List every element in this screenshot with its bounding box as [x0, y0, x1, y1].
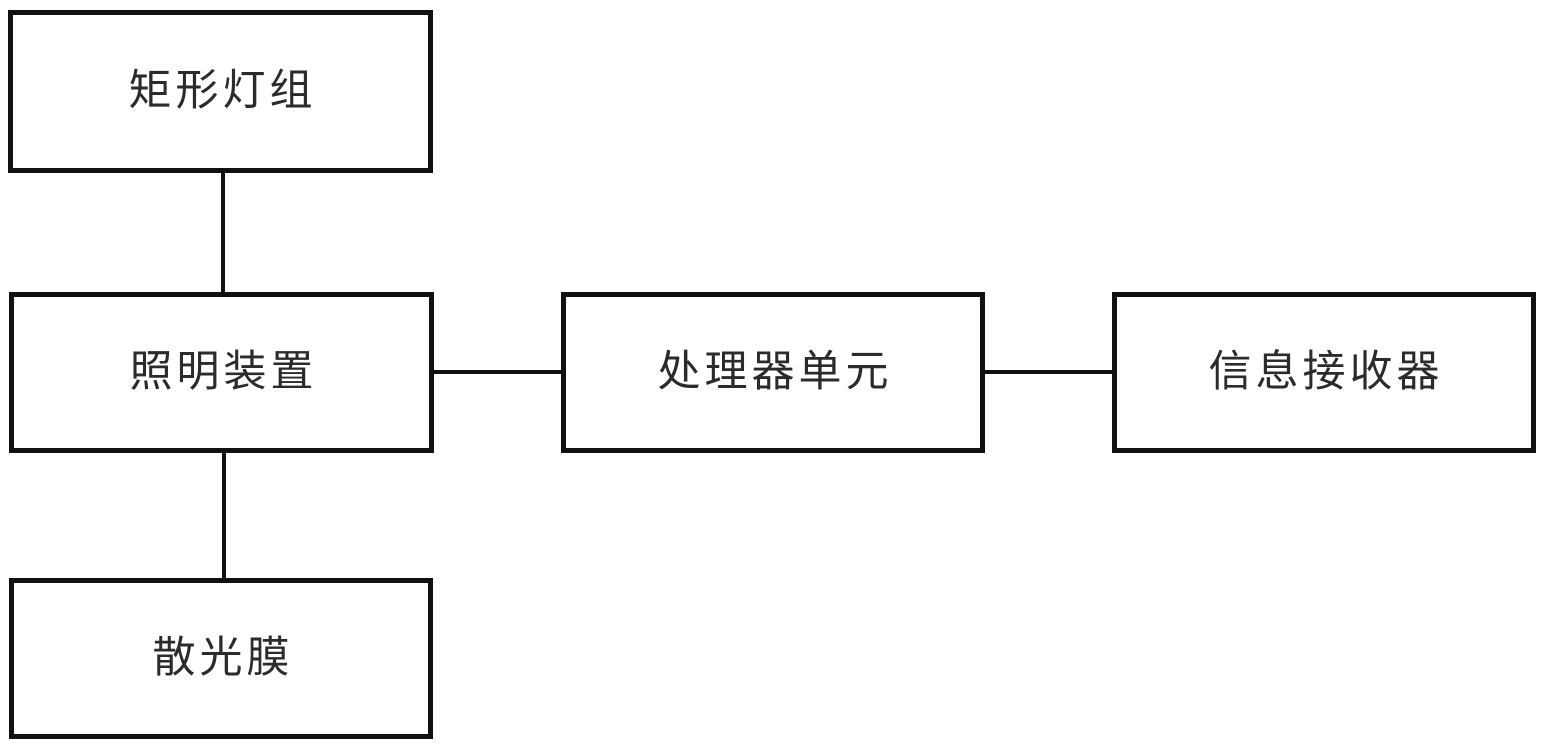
node-diffuser-film-label: 散光膜: [152, 633, 294, 683]
node-lamp-array[interactable]: 矩形灯组: [8, 10, 433, 173]
node-processor-unit-label: 处理器单元: [657, 347, 893, 397]
node-info-receiver[interactable]: 信息接收器: [1112, 292, 1536, 453]
node-diffuser-film[interactable]: 散光膜: [9, 578, 433, 739]
node-lamp-array-label: 矩形灯组: [128, 66, 317, 116]
node-info-receiver-label: 信息接收器: [1208, 347, 1444, 397]
node-lighting-device[interactable]: 照明装置: [9, 292, 434, 453]
connector-lamp-array-to-lighting-device: [221, 170, 225, 295]
connector-lighting-device-to-processor-unit: [431, 370, 563, 374]
node-processor-unit[interactable]: 处理器单元: [561, 292, 985, 453]
connector-lighting-device-to-diffuser-film: [222, 450, 226, 580]
node-lighting-device-label: 照明装置: [129, 347, 318, 397]
connector-processor-unit-to-info-receiver: [982, 370, 1114, 374]
